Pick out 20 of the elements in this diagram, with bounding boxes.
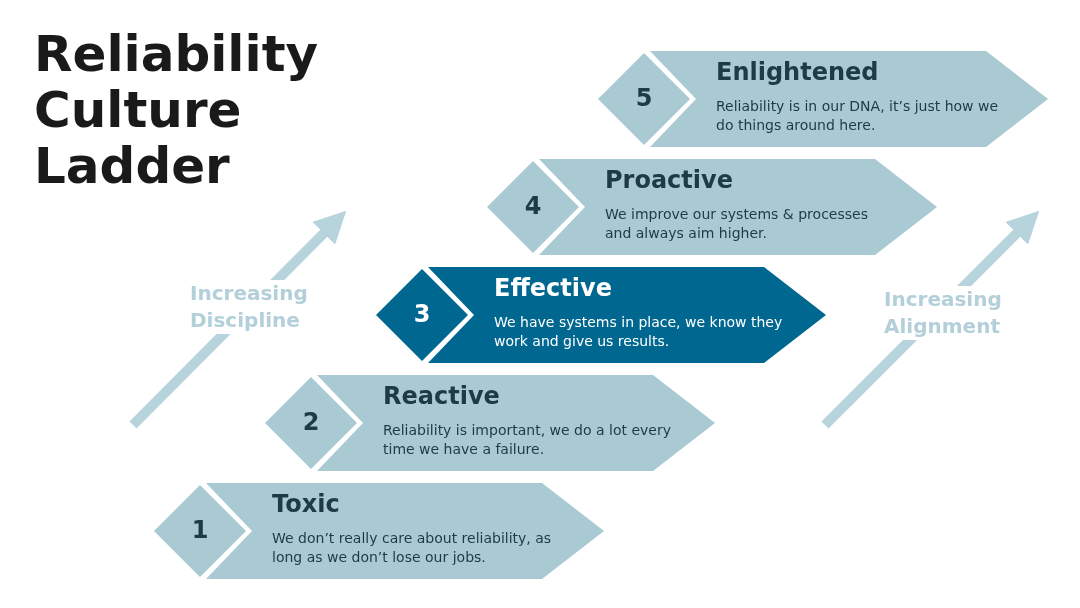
number-diamond [487,161,579,253]
step-number: 5 [634,84,654,112]
step-description: We improve our systems & processes and always aim higher. [605,205,869,243]
step-description: We have systems in place, we know they work and give us results. [494,313,784,351]
step-title: Effective [494,274,612,302]
step-title: Proactive [605,166,733,194]
step-number: 2 [301,408,321,436]
number-diamond [154,485,246,577]
number-diamond [376,269,468,361]
step-description: Reliability is important, we do a lot every time we have a failure. [383,421,672,459]
step-title: Toxic [272,490,340,518]
step-description: We don’t really care about reliability, as long as we don’t lose our jobs. [272,529,553,567]
step-number: 4 [523,192,543,220]
step-number: 1 [190,516,210,544]
number-diamond [265,377,357,469]
step-title: Reactive [383,382,500,410]
step-title: Enlightened [716,58,879,86]
step-number: 3 [412,300,432,328]
number-diamond [598,53,690,145]
step-description: Reliability is in our DNA, it’s just how we do things around here. [716,97,1000,135]
